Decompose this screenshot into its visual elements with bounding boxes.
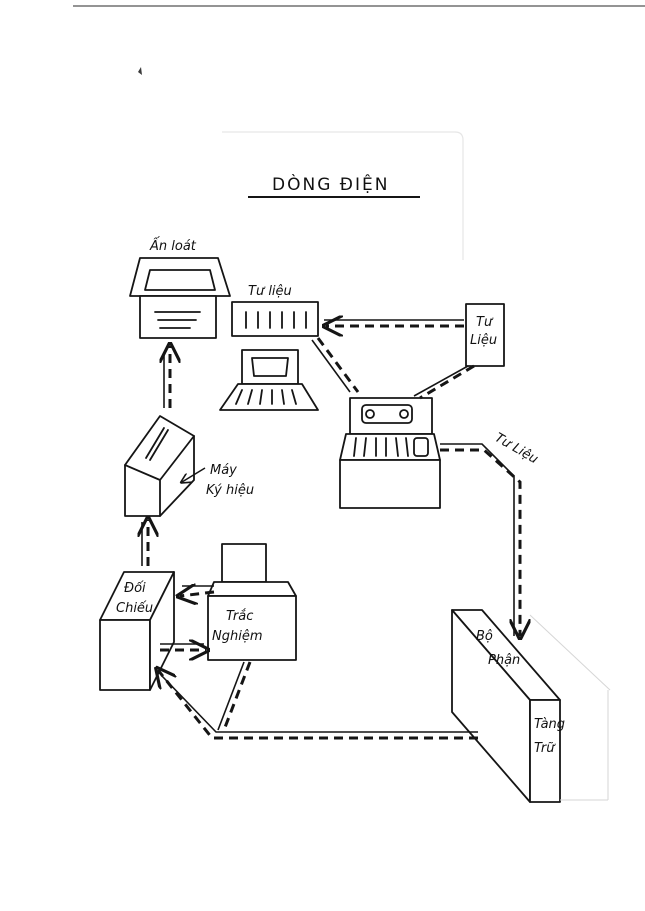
printer-label: Ấn loát bbox=[149, 237, 197, 254]
connection-source-to-computer bbox=[413, 364, 475, 400]
compare-box bbox=[99, 571, 175, 691]
source-documents-label-2: Liệu bbox=[470, 333, 497, 348]
source-documents-box bbox=[465, 303, 505, 367]
connection-laptop-to-computer bbox=[311, 337, 360, 393]
signature-device bbox=[124, 415, 195, 517]
connection-test-to-compare bbox=[180, 586, 215, 596]
pencil-guides bbox=[529, 614, 611, 801]
compare-label-2: Chiếu bbox=[116, 601, 153, 616]
printer bbox=[129, 257, 231, 339]
signature-device-label-2: Ký hiệu bbox=[206, 483, 254, 498]
storage-label-1: Bộ bbox=[476, 629, 493, 644]
connection-source-to-keyboard bbox=[324, 320, 464, 326]
connection-storage-to-compare bbox=[158, 670, 478, 740]
storage-part bbox=[451, 609, 561, 803]
paper-card-outline bbox=[222, 131, 464, 260]
connection-device-to-printer bbox=[164, 346, 170, 408]
storage-label-2: Phận bbox=[488, 653, 520, 668]
laptop bbox=[219, 349, 319, 411]
signature-device-pointer bbox=[182, 467, 206, 482]
test-label-1: Trắc bbox=[226, 609, 253, 624]
storage-label-4: Trữ bbox=[534, 741, 556, 756]
connection-compare-to-test bbox=[160, 644, 206, 650]
test-label-2: Nghiệm bbox=[212, 629, 263, 644]
top-documents-label: Tư liệu bbox=[248, 284, 292, 299]
source-documents-label-1: Tư bbox=[476, 315, 494, 330]
ink-dot bbox=[138, 67, 142, 75]
central-computer bbox=[339, 397, 441, 509]
connection-computer-to-storage bbox=[440, 443, 520, 636]
compare-label-1: Đối bbox=[124, 581, 146, 596]
connection-test-to-bottom-rail bbox=[217, 661, 252, 731]
document-keyboard bbox=[231, 301, 319, 337]
storage-label-3: Tàng bbox=[534, 717, 565, 732]
connection-compare-to-device bbox=[142, 520, 148, 566]
test-unit bbox=[207, 543, 297, 661]
signature-device-label-1: Máy bbox=[210, 463, 237, 478]
diagram-title: DÒNG ĐIỆN bbox=[272, 173, 389, 195]
